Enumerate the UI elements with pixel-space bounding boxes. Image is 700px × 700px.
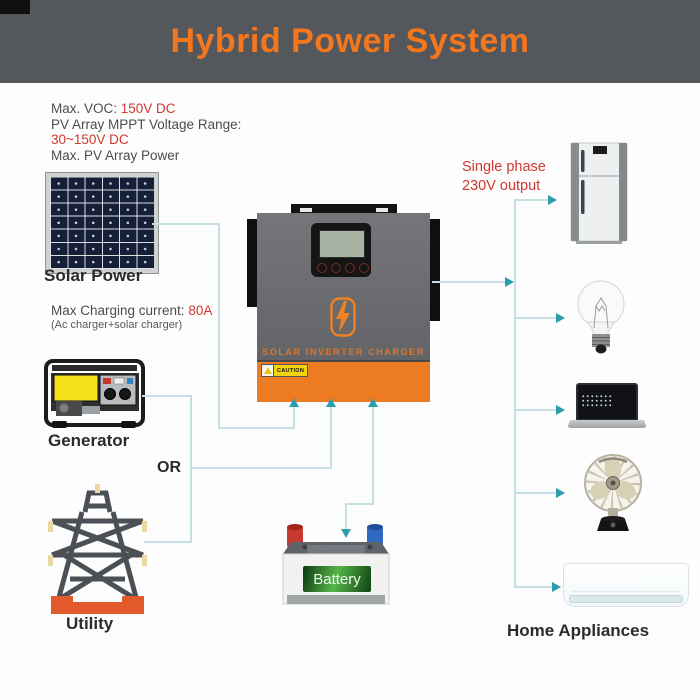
lightning-bolt-icon (330, 297, 356, 337)
charging-note: (Ac charger+solar charger) (51, 318, 183, 331)
inverter-button (331, 263, 341, 273)
inverter-right-rail (429, 219, 440, 321)
refrigerator-icon (570, 142, 628, 244)
bracket-slot (376, 208, 388, 212)
mppt-value: 30~150V DC (51, 132, 129, 148)
connector-line (190, 467, 332, 469)
caution-text: CAUTION (274, 364, 309, 377)
solar-panel-icon (46, 173, 158, 273)
arrow-right-icon (556, 488, 565, 498)
connector-line (514, 317, 556, 319)
connector-line (514, 199, 548, 201)
voc-value: 150V DC (120, 101, 176, 116)
home-appliances-label: Home Appliances (507, 621, 650, 640)
connector-line (514, 199, 516, 588)
page-title: Hybrid Power System (170, 22, 530, 60)
inverter-button (345, 263, 355, 273)
connector-line (514, 492, 556, 494)
battery-icon (282, 524, 390, 605)
connector-line (330, 407, 332, 468)
charging-value: 80A (188, 303, 213, 318)
pv-spec-text: Max. VOC: 150V DC PV Array MPPT Voltage … (51, 101, 241, 164)
connector-line (432, 281, 505, 283)
arrow-right-icon (505, 277, 514, 287)
header-banner: Hybrid Power System (0, 0, 700, 83)
header-corner-mark (0, 0, 30, 14)
inverter-left-rail (247, 219, 258, 307)
connector-line (218, 223, 220, 429)
inverter-lcd-panel (311, 223, 371, 277)
output-spec-text: Single phase 230V output (462, 158, 546, 196)
arrow-right-icon (552, 582, 561, 592)
connector-line (144, 541, 192, 543)
table-fan-icon (584, 454, 642, 531)
light-bulb-icon (577, 280, 625, 354)
connector-line (293, 407, 295, 428)
connector-line (190, 395, 192, 543)
bracket-slot (300, 208, 312, 212)
generator-label: Generator (48, 431, 130, 450)
pv-power-label: Max. PV Array Power (51, 147, 180, 163)
utility-label: Utility (66, 614, 114, 633)
utility-tower-icon (48, 484, 147, 614)
inverter-button (359, 263, 369, 273)
laptop-keyboard-dots (581, 394, 613, 408)
air-conditioner-icon (563, 563, 689, 607)
warning-triangle-icon (261, 364, 274, 377)
connector-line (345, 503, 347, 529)
or-label: OR (157, 459, 181, 476)
output-line1: Single phase (462, 159, 546, 175)
connector-line (345, 503, 374, 505)
generator-icon (44, 359, 145, 428)
inverter-name-plate: SOLAR INVERTER CHARGER (262, 347, 425, 357)
arrow-right-icon (556, 405, 565, 415)
charging-label: Max Charging current: (51, 303, 189, 318)
lcd-screen (319, 230, 365, 258)
laptop-base (567, 420, 647, 428)
arrow-right-icon (548, 195, 557, 205)
connector-line (372, 407, 374, 505)
arrow-up-icon (368, 398, 378, 407)
inverter-button (317, 263, 327, 273)
charging-spec-text: Max Charging current: 80A (Ac charger+so… (51, 303, 212, 331)
ac-seam (572, 591, 680, 592)
solar-power-label: Solar Power (44, 266, 143, 285)
connector-line (514, 586, 552, 588)
connector-line (142, 395, 192, 397)
caution-sticker: CAUTION (261, 364, 309, 377)
mppt-label: PV Array MPPT Voltage Range: (51, 116, 242, 132)
ac-vent (569, 595, 683, 603)
arrow-down-icon (341, 529, 351, 538)
arrow-right-icon (556, 313, 565, 323)
connector-line (514, 409, 556, 411)
arrow-up-icon (326, 398, 336, 407)
connector-line (218, 427, 295, 429)
voc-label: Max. VOC: (51, 101, 121, 116)
battery-label: Battery (303, 566, 371, 592)
arrow-up-icon (289, 398, 299, 407)
laptop-icon (567, 383, 647, 430)
output-line2: 230V output (462, 178, 541, 195)
connector-line (152, 223, 220, 225)
